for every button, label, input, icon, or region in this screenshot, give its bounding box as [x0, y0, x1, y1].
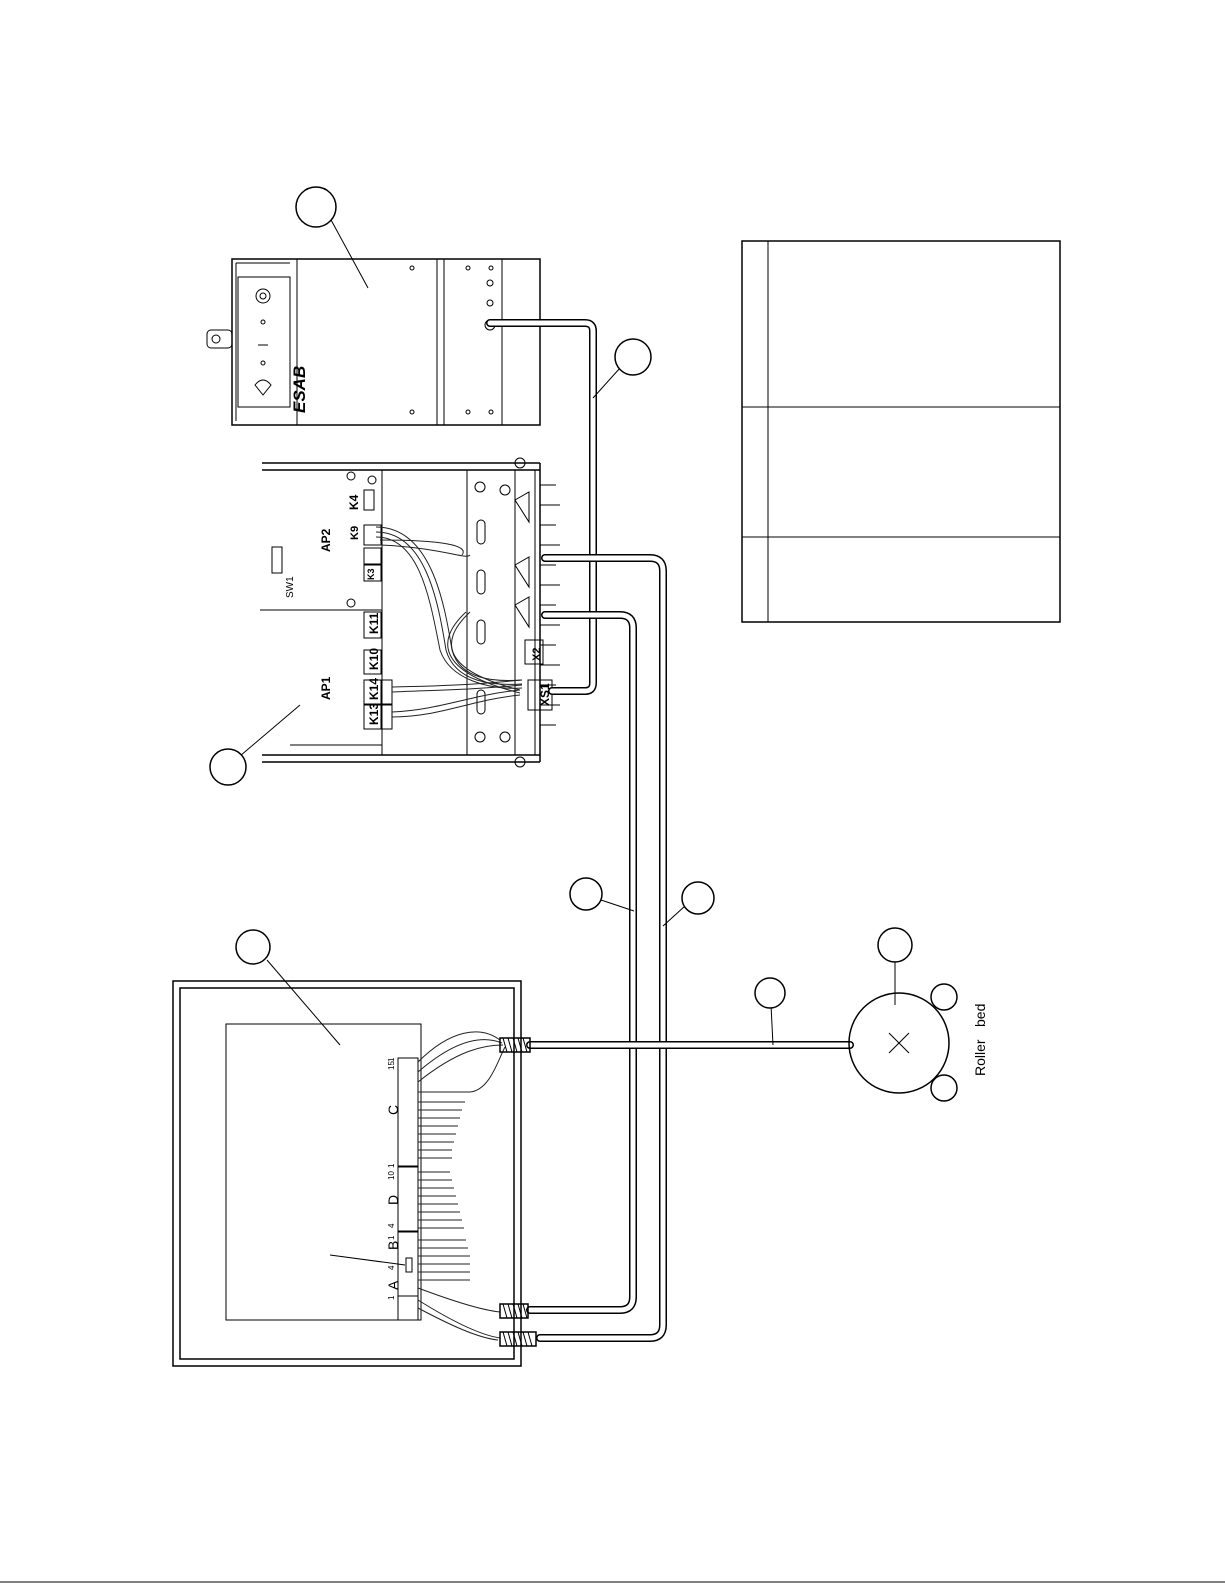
callout-bubble	[755, 978, 785, 1008]
roller-bed: Roller bed	[849, 984, 988, 1101]
machine-unit: ESAB	[207, 259, 540, 425]
terminal-cabinet: A B D C 1 4 1 4 1 10 1 15	[173, 981, 536, 1366]
callout-bubble	[570, 878, 602, 910]
callout-bubble	[236, 930, 270, 964]
group-a-label: A	[385, 1280, 401, 1290]
ap2-label: AP2	[319, 528, 333, 552]
relay-k3-label: K3	[366, 568, 376, 580]
relay-k9-label: K9	[349, 526, 361, 540]
relay-k13-label: K13	[367, 703, 381, 725]
pin-label: 15	[387, 1061, 396, 1070]
pin-label: 4	[387, 1223, 396, 1228]
group-c-label: C	[385, 1105, 401, 1115]
cables	[490, 323, 850, 1338]
relay-k4-label: K4	[347, 494, 361, 510]
control-box: K13 K14 K10 K11 K3 K9 K4 AP1 AP2 SW1 XS1…	[260, 458, 560, 767]
callout-bubble	[878, 928, 912, 962]
relay-k11-label: K11	[367, 612, 381, 634]
pin-label: 1	[387, 1235, 396, 1240]
relay-k14-label: K14	[367, 678, 381, 700]
terminal-group-c	[398, 1058, 418, 1166]
callout-bubble	[615, 339, 651, 375]
pin-label: 1	[387, 1295, 396, 1300]
callout-bubble	[210, 749, 246, 785]
terminal-group-d	[398, 1167, 418, 1231]
legend-box	[742, 241, 1060, 622]
callout-bubble	[682, 882, 714, 914]
terminal-group-a	[398, 1296, 418, 1320]
relay-k10-label: K10	[367, 648, 381, 670]
pin-label: 4	[387, 1265, 396, 1270]
relay-k4	[364, 490, 374, 510]
connector-xs1-label: XS1	[538, 683, 552, 706]
sw1-label: SW1	[285, 576, 296, 598]
pin-label: 1	[387, 1163, 396, 1168]
group-d-label: D	[385, 1195, 401, 1205]
roller-bed-label-1: Roller	[972, 1039, 988, 1076]
sw1-switch	[272, 547, 282, 573]
pin-label: 10	[387, 1171, 396, 1180]
group-b-label: B	[385, 1241, 401, 1250]
relay-k9	[364, 525, 381, 545]
ap1-label: AP1	[319, 676, 333, 700]
callout-bubble	[296, 187, 336, 227]
connector-x2-label: X2	[531, 648, 543, 661]
roller-bed-label-2: bed	[972, 1004, 988, 1027]
brand-logo: ESAB	[290, 366, 309, 413]
